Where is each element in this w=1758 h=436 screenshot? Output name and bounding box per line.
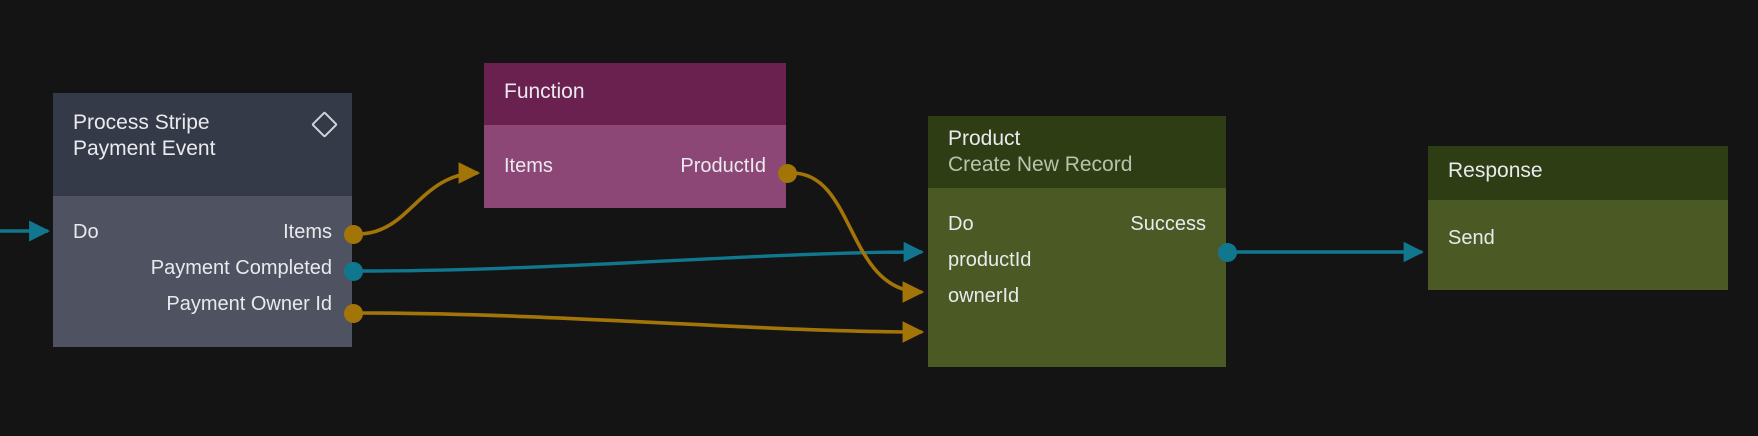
port-row-do-success[interactable]: Do Success (928, 206, 1226, 242)
input-port-label-do: Do (73, 221, 99, 243)
node-product-create-new-record[interactable]: Product Create New Record Do Success pro… (928, 116, 1226, 367)
node-header[interactable]: Response (1428, 146, 1728, 200)
wire-trigger-paymentcompleted-to-product-do (357, 241, 925, 273)
port-row-items-productid[interactable]: Items ProductId (484, 148, 786, 184)
output-port-label-payment-completed: Payment Completed (150, 257, 332, 279)
input-port-label-do: Do (948, 213, 974, 235)
output-port-label-items: Items (283, 221, 332, 243)
node-header[interactable]: Product Create New Record (928, 116, 1226, 188)
output-dot-items[interactable] (344, 225, 363, 244)
port-row-payment-completed[interactable]: Payment Completed (53, 250, 352, 286)
input-port-label-items: Items (504, 155, 553, 177)
wire-trigger-paymentownerid-to-product-ownerid (357, 311, 925, 343)
node-body: Do Items Payment Completed Payment Owner… (53, 196, 352, 347)
output-dot-payment-owner-id[interactable] (344, 304, 363, 323)
node-body: Send (1428, 200, 1728, 290)
input-port-label-send: Send (1448, 227, 1495, 249)
input-port-label-productid: productId (948, 249, 1032, 271)
port-row-ownerid[interactable]: ownerId (928, 278, 1226, 314)
port-row-payment-owner-id[interactable]: Payment Owner Id (53, 286, 352, 322)
output-port-label-productid: ProductId (680, 155, 766, 177)
input-port-label-ownerid: ownerId (948, 285, 1020, 307)
node-title: Response (1448, 159, 1543, 182)
port-row-send[interactable]: Send (1428, 220, 1728, 256)
node-title: Function (504, 80, 585, 103)
node-body: Do Success productId ownerId (928, 188, 1226, 367)
output-dot-productid[interactable] (778, 164, 797, 183)
output-port-label-payment-owner-id: Payment Owner Id (166, 293, 332, 315)
node-process-stripe-payment-event[interactable]: Process Stripe Payment Event Do Items Pa… (53, 93, 352, 347)
node-subtitle: Create New Record (948, 153, 1133, 176)
node-title: Process Stripe Payment Event (73, 111, 216, 160)
node-header[interactable]: Function (484, 63, 786, 125)
wire-trigger-items-to-function-items (357, 162, 481, 236)
node-response[interactable]: Response Send (1428, 146, 1728, 290)
port-row-do-items[interactable]: Do Items (53, 214, 352, 250)
output-dot-success[interactable] (1218, 243, 1237, 262)
wire-function-productid-to-product-productid (791, 171, 925, 303)
output-dot-payment-completed[interactable] (344, 262, 363, 281)
node-header[interactable]: Process Stripe Payment Event (53, 93, 352, 196)
node-title: Product (948, 127, 1021, 150)
node-body: Items ProductId (484, 125, 786, 208)
node-function[interactable]: Function Items ProductId (484, 63, 786, 208)
output-port-label-success: Success (1130, 213, 1206, 235)
port-row-productid[interactable]: productId (928, 242, 1226, 278)
